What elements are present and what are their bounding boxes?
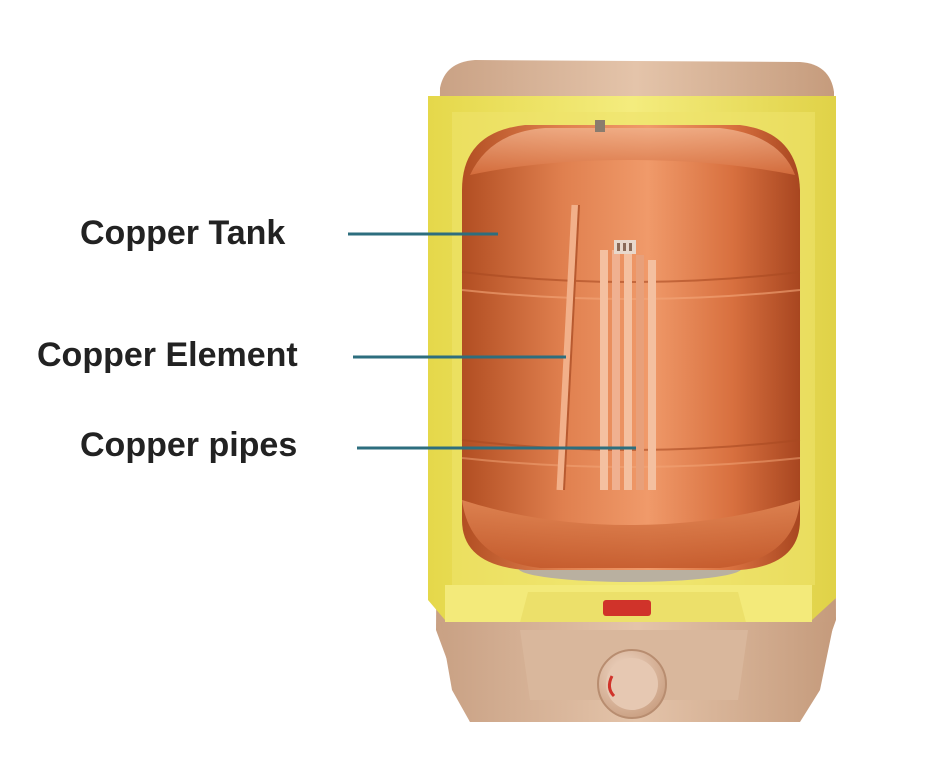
label-copper-pipes: Copper pipes	[80, 426, 298, 464]
copper-element	[556, 204, 579, 491]
label-copper-tank: Copper Tank	[80, 214, 286, 252]
label-copper-element: Copper Element	[37, 336, 298, 374]
indicator-light	[603, 600, 651, 616]
copper-pipes	[600, 240, 656, 490]
